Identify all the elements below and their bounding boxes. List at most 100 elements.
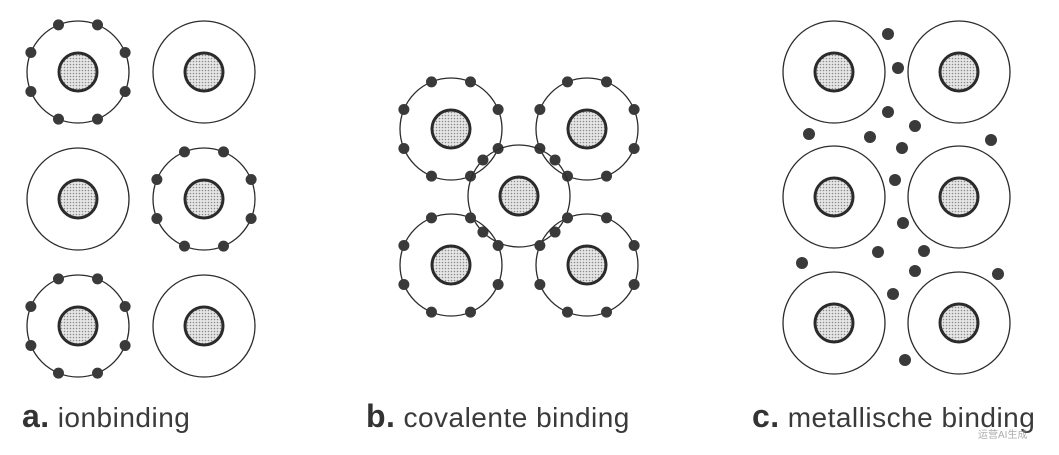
nucleus [183,178,225,220]
electron [465,76,477,88]
atom-shell [399,77,503,181]
caption-text-b: covalente binding [403,402,630,433]
free-electron [899,354,911,366]
electron [492,279,504,291]
electron [178,146,190,158]
free-electron [882,28,894,40]
covalent-atom-bottom-left [398,212,504,318]
ion-atom-2 [152,20,256,124]
free-electron [992,268,1004,280]
electron [534,103,546,115]
free-electron [889,174,901,186]
electron [549,226,561,238]
covalent-atom-top-left [398,76,504,182]
electron [92,367,104,379]
electron [425,212,437,224]
nucleus [938,51,980,93]
electron [245,173,257,185]
metal-ion-2 [907,20,1011,124]
atom-shell [152,20,256,124]
caption-metallic: c.metallische binding [752,398,1035,444]
covalent-atom-bottom-right [534,212,640,318]
nucleus [813,176,855,218]
nucleus [57,178,99,220]
electron [628,103,640,115]
electron [465,306,477,318]
nucleus [430,108,472,150]
free-electron [909,120,921,132]
caption-covalent: b.covalente binding [366,398,630,444]
electron [398,239,410,251]
electron [25,86,37,98]
electron [25,46,37,58]
nucleus [813,302,855,344]
electron [52,273,64,285]
atom-shell [907,20,1011,124]
watermark: 运营AI生成 [978,430,1028,441]
electron [425,76,437,88]
free-electron [985,134,997,146]
electron [25,300,37,312]
caption-text-c: metallische binding [787,402,1036,433]
electron [534,239,546,251]
electron [92,273,104,285]
covalent-atom-top-right [534,76,640,182]
free-electron [909,265,921,277]
atom-shell [26,147,130,251]
atom-shell [907,145,1011,249]
ion-atom-4 [151,146,257,252]
metal-ion-3 [782,145,886,249]
caption-letter-a: a. [22,398,50,434]
electron [398,279,410,291]
electron [601,306,613,318]
free-electron [796,257,808,269]
atom-shell [782,20,886,124]
caption-ionic: a.ionbinding [22,398,190,444]
free-electron [918,245,930,257]
caption-text-a: ionbinding [57,402,191,433]
atom-shell [399,213,503,317]
nucleus [938,176,980,218]
ion-atom-1 [25,19,131,125]
free-electron [882,106,894,118]
metal-ion-6 [907,271,1011,375]
electron [151,213,163,225]
electron [425,306,437,318]
electron [601,212,613,224]
electron [178,240,190,252]
nucleus [57,305,99,347]
atom-shell [26,20,130,124]
electron [561,212,573,224]
nucleus [566,108,608,150]
electron [119,340,131,352]
nucleus [498,175,540,217]
free-electron [803,128,815,140]
ionic-bonding-panel [25,19,257,379]
electron [477,226,489,238]
electron [119,46,131,58]
electron [549,154,561,166]
electron [628,279,640,291]
free-electron [896,142,908,154]
atom-shell [535,213,639,317]
metal-ion-4 [907,145,1011,249]
electron [218,146,230,158]
atom-shell [152,274,256,378]
caption-letter-b: b. [366,398,396,434]
caption-letter-c: c. [752,398,780,434]
electron [151,173,163,185]
electron [218,240,230,252]
free-electron [872,246,884,258]
electron [628,143,640,155]
electron [561,76,573,88]
electron [52,367,64,379]
nucleus [566,244,608,286]
electron [601,76,613,88]
nucleus [813,51,855,93]
ion-atom-5 [25,273,131,379]
atom-shell [152,147,256,251]
electron [119,300,131,312]
nucleus [183,305,225,347]
electron [119,86,131,98]
